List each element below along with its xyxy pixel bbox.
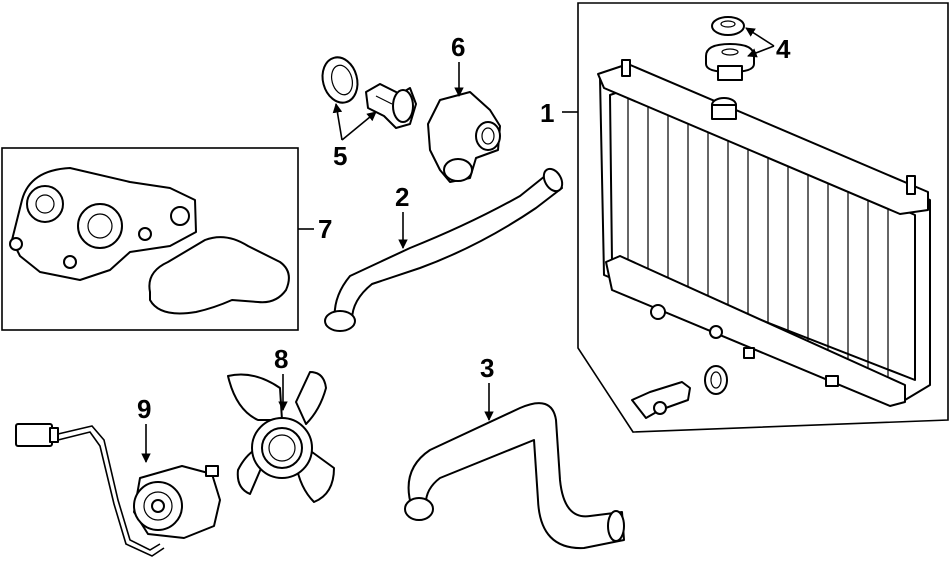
thermostat (365, 83, 417, 129)
radiator-cap-parts (705, 16, 755, 81)
radiator-bracket (825, 375, 839, 387)
fan-blade (295, 371, 327, 425)
cooling-fan (227, 371, 335, 503)
fan-motor (15, 423, 221, 557)
radiator-assembly (577, 2, 949, 433)
water-pump (9, 167, 197, 281)
callout-3: 3 (480, 353, 494, 383)
radiator-side-pin (906, 175, 916, 195)
water-pump-callout-box (1, 147, 299, 331)
radiator-bottom-tank (605, 255, 906, 407)
radiator-drain-plug-seat (743, 347, 755, 359)
upper-radiator-hose (324, 167, 564, 332)
radiator-cap (705, 43, 755, 81)
callout-6: 6 (451, 32, 465, 62)
radiator-top-pin (621, 59, 631, 77)
radiator (597, 59, 931, 407)
water-pump-assembly (1, 147, 299, 331)
radiator-filler-neck-body (711, 104, 737, 120)
drain-plug-o-ring (704, 365, 728, 395)
fan-motor-connector (15, 423, 59, 447)
callout-5-leader-gasket (332, 103, 343, 141)
callout-5-leader-thermostat (341, 111, 377, 141)
fan-motor-body (133, 465, 221, 539)
callout-9: 9 (137, 394, 151, 424)
callouts: 1 2 3 4 5 6 7 8 9 (137, 27, 791, 463)
callout-4: 4 (776, 34, 791, 64)
drain-plug (631, 381, 691, 419)
radiator-cap-gasket (711, 16, 745, 36)
fan-motor-wire-harness (57, 425, 161, 551)
callout-2: 2 (395, 182, 409, 212)
callout-7: 7 (318, 214, 332, 244)
callout-5: 5 (333, 141, 347, 171)
callout-4-leader-gasket (745, 27, 775, 47)
callout-4-leader-cap (747, 45, 775, 58)
callout-8: 8 (274, 344, 288, 374)
radiator-fins (627, 92, 889, 377)
water-pump-gasket (148, 236, 290, 315)
radiator-drain (709, 325, 723, 339)
callout-1: 1 (540, 98, 554, 128)
radiator-lower-outlet (650, 304, 666, 320)
thermostat-housing (427, 91, 501, 183)
fan-blade (227, 373, 283, 421)
lower-radiator-hose (404, 402, 625, 550)
radiator-callout-box (577, 2, 949, 433)
thermostat-gasket (321, 56, 359, 104)
